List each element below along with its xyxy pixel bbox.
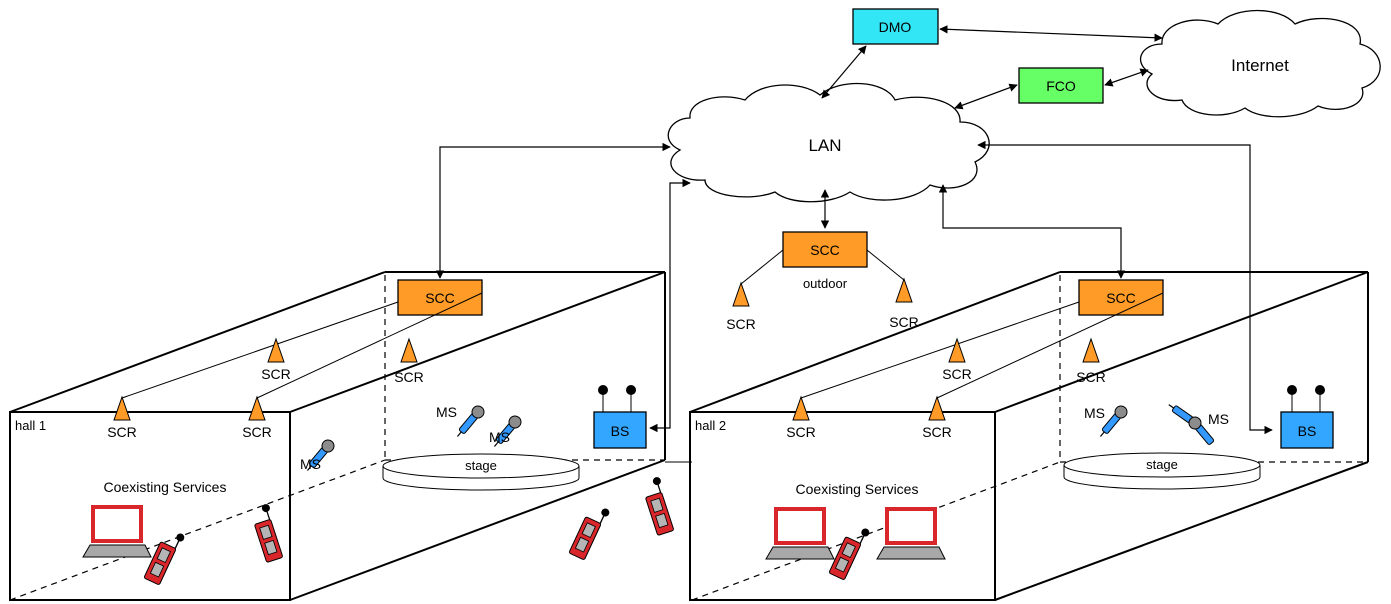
- hall-2-laptop-2: [875, 507, 947, 561]
- hall-2-mic-1-label: MS: [1084, 405, 1105, 421]
- hall-2-scr-2: [1082, 338, 1100, 363]
- internet-label: Internet: [1231, 56, 1289, 75]
- hall-1-scr-4: [248, 396, 266, 421]
- hall-2: hall 2 SCC SCR SCR SCR SCR stage MS: [665, 271, 1369, 601]
- arrow-lan-hall1-scc: [435, 142, 671, 279]
- arrow-dmo-internet: [939, 25, 1163, 42]
- hall-2-bs-box: [1280, 411, 1334, 449]
- hall-2-label: hall 2: [695, 418, 726, 433]
- hall-2-scr-4-label: SCR: [922, 424, 952, 440]
- outdoor-scc-box: [782, 231, 868, 268]
- hall-2-scr-2-label: SCR: [1076, 369, 1106, 385]
- hall-1-label: hall 1: [15, 418, 46, 433]
- dmo-label: DMO: [879, 19, 912, 35]
- hall-1-bs-label: BS: [611, 423, 630, 439]
- hall-1-mic-1: [452, 402, 488, 441]
- hall-1-scr-3: [113, 396, 131, 421]
- outdoor-scr-left-label: SCR: [726, 316, 756, 332]
- hall-1-scr-2: [400, 338, 418, 363]
- hall-1-coexisting-label: Coexisting Services: [104, 479, 227, 495]
- outdoor-scr-right: [895, 278, 913, 303]
- hall-2-stage-label: stage: [1146, 457, 1178, 472]
- hall-1-mic-3-label: MS: [300, 456, 321, 472]
- arrow-lan-hall1-bs: [649, 178, 691, 433]
- arrow-lan-hall2-bs: [977, 140, 1273, 435]
- fco-box: [1018, 67, 1104, 104]
- hall-1-mic-1-label: MS: [436, 404, 457, 420]
- hall-2-scr-1-label: SCR: [942, 366, 972, 382]
- hall-1-laptop: [81, 505, 153, 559]
- arrow-fco-internet: [1104, 68, 1149, 87]
- hall-1-bs-box: [593, 411, 647, 449]
- hall-1-scc-box: [397, 279, 483, 316]
- hall-1-stage-label: stage: [465, 458, 497, 473]
- outdoor-label: outdoor: [803, 276, 848, 291]
- arrow-lan-hall2-scc: [938, 184, 1126, 279]
- hall-1-scr-1-label: SCR: [261, 366, 291, 382]
- hall-2-scr-3: [792, 396, 810, 421]
- hall-2-scr-4: [928, 396, 946, 421]
- internet-cloud: [1140, 9, 1381, 118]
- arrow-dmo-lan: [821, 45, 867, 99]
- outdoor-scr-left: [732, 282, 750, 307]
- arrow-fco-lan: [954, 83, 1018, 110]
- hall-1-scr-3-label: SCR: [107, 424, 137, 440]
- fco-label: FCO: [1046, 78, 1076, 94]
- hall-1-scr-4-label: SCR: [242, 424, 272, 440]
- outdoor-phone-2: [639, 475, 678, 537]
- hall-1-phone-2: [248, 502, 287, 564]
- hall-2-scc-label: SCC: [1106, 290, 1136, 306]
- dmo-box: [852, 8, 939, 45]
- hall-2-coexisting-label: Coexisting Services: [796, 481, 919, 497]
- lan-label: LAN: [808, 136, 841, 155]
- lan-cloud: [667, 82, 990, 203]
- hall-1-scc-label: SCC: [425, 290, 455, 306]
- hall-2-scr-3-label: SCR: [786, 424, 816, 440]
- hall-2-laptop-1: [764, 507, 836, 561]
- outdoor-phone-1: [568, 501, 612, 562]
- hall-1: hall 1 SCC SCR SCR SCR SCR stage MS MS M…: [9, 271, 666, 601]
- outdoor-scr-right-label: SCR: [889, 314, 919, 330]
- hall-1-mic-2-label: MS: [489, 429, 510, 445]
- hall-2-phone: [828, 521, 872, 582]
- outdoor-scc-label: SCC: [810, 242, 840, 258]
- hall-1-scr-2-label: SCR: [394, 369, 424, 385]
- hall-2-scc-box: [1078, 279, 1164, 316]
- hall-2-mic-2-label: MS: [1208, 411, 1229, 427]
- hall-2-bs-label: BS: [1298, 423, 1317, 439]
